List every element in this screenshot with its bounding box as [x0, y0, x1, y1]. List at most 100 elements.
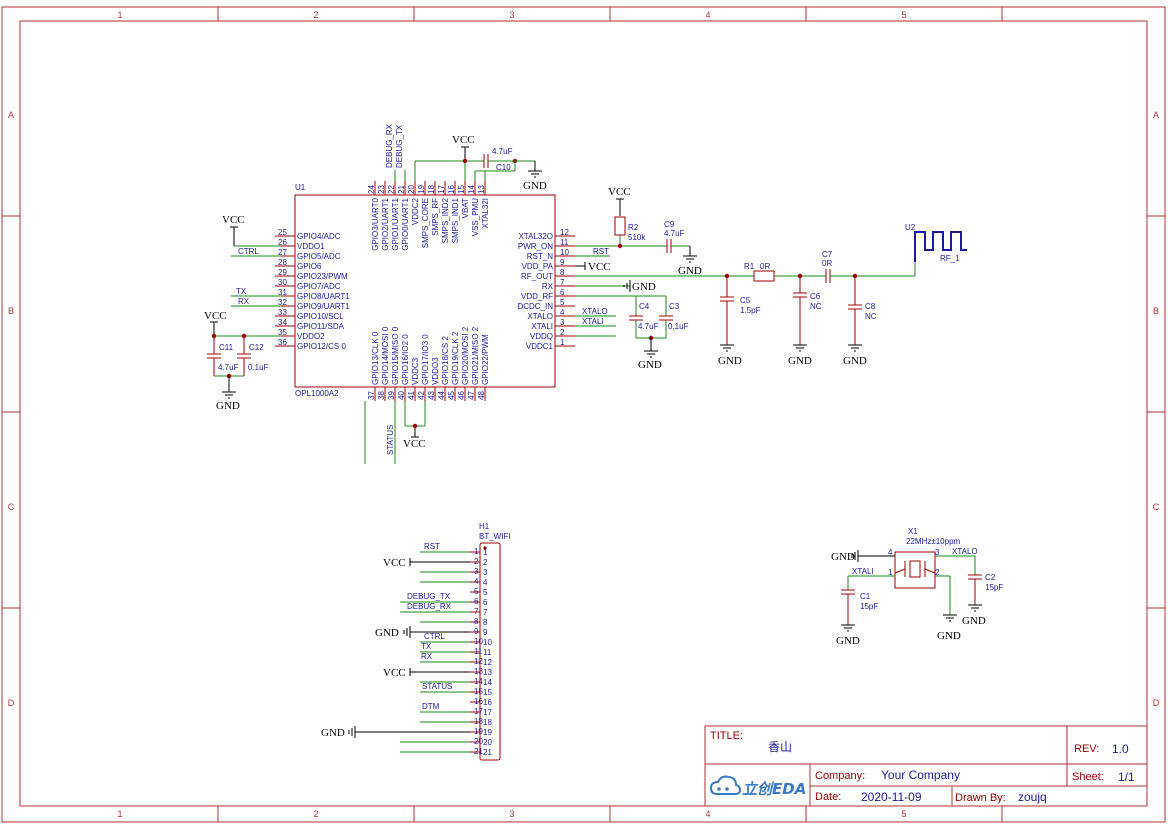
u1-pin-name: GPIO20/MOSI 2 — [461, 326, 470, 385]
u1-pin-name: XTAL32I — [481, 198, 490, 229]
h1-pin-num-left: 10 — [474, 637, 483, 646]
grid-col-3: 3 — [509, 10, 514, 20]
h1-pin-num: 3 — [483, 568, 488, 577]
rev-value: 1.0 — [1112, 742, 1129, 756]
u1-pin-29: 29 GPIO23/PWM — [275, 268, 348, 281]
u1-pin-num: 48 — [477, 390, 486, 399]
grid-labels: 1 2 3 4 5 1 2 3 4 5 A B C D A B C D — [8, 10, 1160, 819]
c8-ref: C8 — [865, 302, 876, 311]
rev-label: REV: — [1074, 743, 1099, 755]
h1-pin-num: 10 — [483, 638, 492, 647]
u1-pin-name: XTALI — [531, 322, 553, 331]
u1-pin-name: GPIO23/PWM — [297, 272, 348, 281]
u1-pin-name: SMPS_CORE — [421, 198, 430, 248]
grid-row-b-r: B — [1153, 306, 1159, 316]
c9-ref: C9 — [664, 220, 675, 229]
c6-ref: C6 — [810, 292, 821, 301]
r2-ref: R2 — [628, 223, 639, 232]
u1-pin-name: VSS_PMU — [471, 198, 480, 236]
c1-ref: C1 — [860, 592, 871, 601]
u1-pin-num: 30 — [278, 278, 287, 287]
u1-pin-name: GPIO4/ADC — [297, 232, 341, 241]
u1-pin-name: SMPS_IND2 — [441, 197, 450, 243]
h1-pin-num-left: 18 — [474, 717, 483, 726]
u1-pin-num: 32 — [278, 298, 287, 307]
grid-row-d-r: D — [1153, 698, 1160, 708]
gnd-label-c9: GND — [678, 265, 702, 277]
c10-val: 4.7uF — [492, 147, 513, 156]
vcc-label-left2: VCC — [204, 310, 227, 322]
u1-pin-num: 29 — [278, 268, 287, 277]
x1-pin1: 1 — [888, 568, 893, 577]
u1-pin-name: GPIO2/UART1 — [381, 197, 390, 250]
x1-pin3: 3 — [935, 548, 940, 557]
u1-pin-num: 17 — [437, 185, 446, 194]
h1-pin-num-left: 13 — [474, 667, 483, 676]
h1-pin-num: 18 — [483, 718, 492, 727]
net-debug-rx-h1: DEBUG_RX — [407, 602, 452, 611]
u1-pin-num: 28 — [278, 258, 287, 267]
u1-pin-num: 8 — [560, 268, 565, 277]
u1-pin-name: XTALO — [527, 312, 553, 321]
grid-col-1: 1 — [117, 10, 122, 20]
u1-pin-name: GPIO17/IO3 0 — [421, 334, 430, 385]
c3-val: 0.1uF — [668, 322, 689, 331]
c11-ref: C11 — [219, 343, 234, 352]
u1-right-pins: 12XTAL32O11PWR_ON10RST_N9VDD_PA8RF_OUT7R… — [517, 228, 575, 351]
u1-right-wiring: VCC R2 510k C9 4.7uF GND RST VCC R1 0R C… — [575, 186, 916, 371]
u1-pin-name: GPIO8/UART1 — [297, 292, 350, 301]
grid-col-4: 4 — [705, 10, 710, 20]
u1-pin-name: VDDO3 — [431, 357, 440, 385]
title-block: TITLE: 香山 REV: 1.0 Company: Your Company… — [704, 725, 1148, 807]
u2-antenna[interactable]: U2 RF_1 — [905, 223, 967, 263]
x1-pin4: 4 — [888, 548, 893, 557]
gnd-label-c8: GND — [843, 355, 867, 367]
grid-row-c-r: C — [1153, 502, 1160, 512]
drawn-value: zoujq — [1018, 790, 1047, 804]
net-debug-tx: DEBUG_TX — [395, 124, 404, 168]
net-rx-u1: RX — [238, 297, 250, 306]
u1-pin-num: 23 — [377, 185, 386, 194]
u1-pin-name: GPIO21/MISO 2 — [471, 326, 480, 385]
u1-pin-num: 1 — [560, 338, 565, 347]
u1-pin-name: VDD_PA — [522, 262, 554, 271]
h1-pin-num-left: 19 — [474, 727, 483, 736]
u1-pin-num: 44 — [437, 390, 446, 399]
c12-ref: C12 — [249, 343, 264, 352]
u2-ref: U2 — [905, 223, 916, 232]
r1-ref: R1 — [744, 262, 755, 271]
u1-pin-name: XTAL32O — [518, 232, 553, 241]
c1-val: 15pF — [860, 602, 878, 611]
c12-val: 0.1uF — [248, 363, 269, 372]
h1-pin-num-left: 4 — [474, 577, 479, 586]
h1-pin-num: 7 — [483, 608, 488, 617]
net-xtali-u1: XTALI — [582, 317, 604, 326]
x1-crystal[interactable]: X1 22MHz±10ppm 4 3 1 2 — [888, 527, 961, 589]
h1-pin-num: 21 — [483, 748, 492, 757]
h1-pin-num-left: 5 — [474, 587, 479, 596]
x1-ref: X1 — [908, 527, 918, 536]
h1-pin-num-left: 6 — [474, 597, 479, 606]
h1-part: BT_WIFI — [479, 532, 511, 541]
u1-pin-num: 33 — [278, 308, 287, 317]
